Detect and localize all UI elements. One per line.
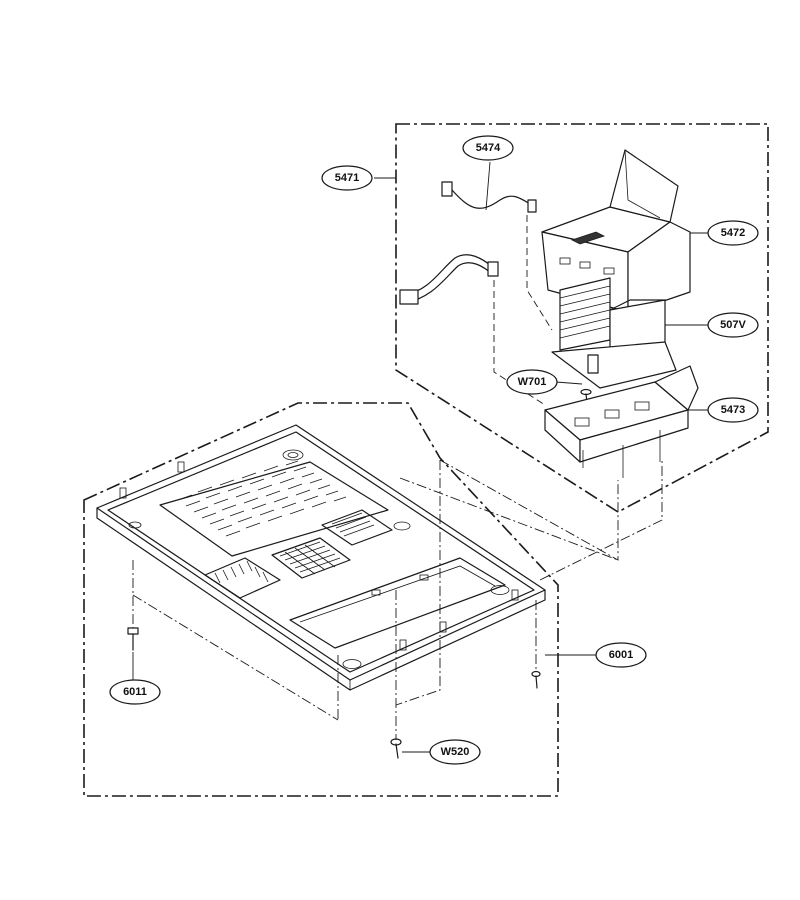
callout-6001: 6001 bbox=[595, 642, 647, 668]
callout-w701: W701 bbox=[506, 369, 558, 395]
callout-507v: 507V bbox=[707, 312, 759, 338]
svg-text:5474: 5474 bbox=[476, 142, 501, 154]
screw-w520 bbox=[390, 738, 402, 759]
callout-w520: W520 bbox=[429, 739, 481, 765]
callout-5472: 5472 bbox=[707, 220, 759, 246]
callout-5471: 5471 bbox=[321, 165, 373, 191]
svg-text:5472: 5472 bbox=[721, 227, 745, 239]
assembly-5471-boundary bbox=[395, 123, 769, 513]
component-bracket bbox=[541, 149, 691, 313]
base-plate bbox=[96, 424, 546, 691]
flat-cable bbox=[399, 254, 499, 305]
svg-text:W701: W701 bbox=[518, 376, 547, 388]
svg-text:W520: W520 bbox=[441, 746, 470, 758]
screw-right bbox=[531, 670, 541, 689]
callout-5474: 5474 bbox=[462, 135, 514, 161]
screw-6011 bbox=[127, 627, 139, 651]
svg-text:5473: 5473 bbox=[721, 404, 745, 416]
holder-tray bbox=[544, 365, 699, 478]
svg-text:5471: 5471 bbox=[335, 172, 359, 184]
svg-text:507V: 507V bbox=[720, 319, 746, 331]
svg-text:6001: 6001 bbox=[609, 649, 633, 661]
callout-6011: 6011 bbox=[109, 679, 161, 705]
assembly-guide-lines bbox=[132, 215, 663, 740]
callout-5473: 5473 bbox=[707, 397, 759, 423]
heatsink-module bbox=[551, 277, 677, 389]
wire-harness-5474 bbox=[441, 181, 537, 213]
svg-text:6011: 6011 bbox=[123, 686, 147, 698]
assembly-6001-boundary bbox=[83, 402, 559, 797]
leader-lines bbox=[132, 161, 708, 753]
